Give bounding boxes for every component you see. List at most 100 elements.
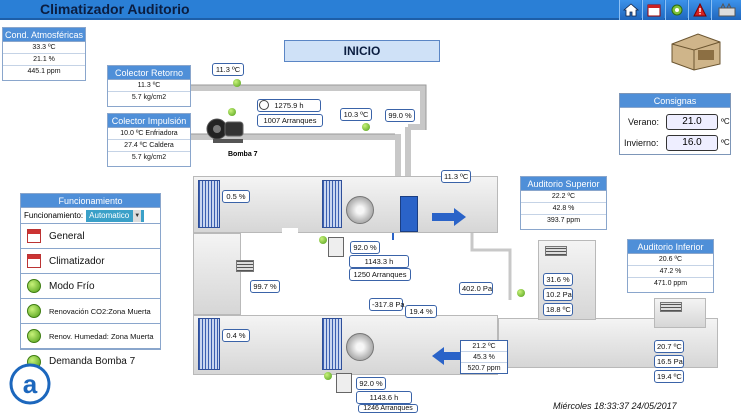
superior-humidity: 42.8 % [521, 203, 606, 215]
colector-retorno-panel: Colector Retorno 11.3 ºC 5.7 kg/cm2 [107, 65, 191, 107]
supply-fan-bottom[interactable] [346, 333, 374, 361]
status-ok-icon [27, 304, 41, 318]
calendar-icon [647, 4, 660, 17]
pipe-temp-top: 11.3 ºC [212, 63, 244, 76]
pressure-damper-opening: 19.4 % [405, 305, 437, 318]
colector-impulsion-title: Colector Impulsión [108, 114, 190, 128]
fan-top-speed: 92.0 % [350, 241, 380, 254]
mode-select-value: Automatico [89, 210, 130, 220]
fan-top-status [319, 236, 327, 244]
superior-grill [545, 246, 567, 256]
func-item-climatizador[interactable]: Climatizador [21, 249, 160, 274]
inferior-temp-2: 19.4 ºC [654, 370, 684, 383]
ahu-inner-gap [282, 228, 298, 328]
superior-damper: 31.6 % [543, 273, 573, 286]
colector-retorno-title: Colector Retorno [108, 66, 190, 80]
func-item-general[interactable]: General [21, 224, 160, 249]
pump-hours: 1275.9 h [257, 99, 321, 112]
home-icon [622, 3, 639, 17]
damper-mid-opening: 99.7 % [250, 280, 280, 293]
plant-button[interactable] [711, 0, 741, 20]
func-item-label: Renovación CO2:Zona Muerta [49, 306, 151, 316]
inferior-grill [660, 302, 682, 312]
home-button[interactable] [619, 0, 641, 20]
settings-button[interactable] [665, 0, 687, 20]
outdoor-humidity: 21.1 % [3, 54, 85, 66]
pipe-sensor-mid-status [362, 123, 370, 131]
valve-opening: 99.0 % [385, 109, 415, 122]
calendar-icon [27, 229, 41, 243]
damper-top-opening: 0.5 % [222, 190, 250, 203]
verano-unit: ºC [721, 117, 730, 126]
invierno-setpoint-input[interactable]: 16.0 [666, 135, 718, 151]
fan-bottom-drive[interactable] [336, 373, 352, 393]
cond-atmosfericas-title: Cond. Atmosféricas [3, 28, 85, 42]
func-item-renov-humedad[interactable]: Renov. Humedad: Zona Muerta [21, 324, 160, 349]
filter-pressure: -317.8 Pa [369, 298, 405, 311]
damper-mid-grill [236, 260, 254, 272]
filter-top-2 [322, 180, 342, 228]
fan-top-starts: 1250 Arranques [349, 268, 411, 281]
cond-atmosfericas-panel: Cond. Atmosféricas 33.3 ºC 21.1 % 445.1 … [2, 27, 86, 81]
verano-setpoint-input[interactable]: 21.0 [666, 114, 718, 130]
supply-air-panel: 21.2 ºC 45.3 % 520.7 ppm [460, 340, 508, 374]
footer-datetime: Miércoles 18:33:37 24/05/2017 [553, 401, 677, 411]
main-title: INICIO [284, 40, 440, 62]
verano-label: Verano: [628, 117, 660, 127]
svg-text:a: a [23, 369, 38, 399]
calendar-button[interactable] [642, 0, 664, 20]
pump-icon [206, 118, 244, 143]
pump-7-graphic[interactable] [203, 112, 247, 146]
gear-icon [671, 4, 682, 16]
inferior-pressure: 16.5 Pa [654, 355, 684, 368]
mode-label: Funcionamiento: [24, 211, 84, 220]
impulsion-pressure: 5.7 kg/cm2 [131, 154, 167, 161]
func-item-label: Demanda Bomba 7 [49, 356, 136, 367]
filter-top [198, 180, 220, 228]
title-bar [0, 0, 741, 20]
invierno-unit: ºC [721, 138, 730, 147]
impulsion-enfriadora-temp: 10.0 ºC Enfriadora [108, 128, 190, 140]
retorno-temperature: 11.3 ºC [108, 80, 190, 92]
auditorio-superior-panel: Auditorio Superior 22.2 ºC 42.8 % 393.7 … [520, 176, 607, 230]
fan-top-drive[interactable] [328, 237, 344, 257]
building-thumbnail[interactable] [668, 30, 723, 72]
colector-impulsion-panel: Colector Impulsión 10.0 ºC Enfriadora 27… [107, 113, 191, 167]
func-item-label: Climatizador [49, 255, 105, 267]
inferior-temp-1: 20.7 ºC [654, 340, 684, 353]
logo-icon: a [9, 363, 51, 405]
company-logo: a [5, 362, 55, 412]
alarm-icon [692, 3, 707, 17]
invierno-label: Invierno: [624, 138, 659, 148]
alarm-button[interactable] [688, 0, 710, 20]
fan-bottom-starts: 1246 Arranques [358, 404, 418, 413]
mode-select[interactable]: Automatico ▼ [86, 209, 145, 222]
pump-starts: 1007 Arranques [257, 114, 323, 127]
funcionamiento-panel: Funcionamiento Funcionamiento: Automatic… [20, 193, 161, 369]
calendar-icon [27, 254, 41, 268]
fan-bottom-hours: 1143.6 h [356, 391, 412, 404]
inferior-humidity: 47.2 % [628, 266, 713, 278]
superior-temperature: 22.2 ºC [521, 191, 606, 203]
superior-supply-temp: 18.8 ºC [543, 303, 573, 316]
outdoor-co2: 445.1 ppm [27, 68, 61, 75]
ahu-left-riser [193, 233, 241, 315]
consignas-title: Consignas [620, 94, 730, 108]
ahu-top-duct [193, 176, 498, 233]
auditorio-superior-title: Auditorio Superior [521, 177, 606, 191]
retorno-pressure: 5.7 kg/cm2 [131, 94, 167, 101]
ahu-bottom-duct [193, 315, 498, 375]
cooling-coil [400, 196, 418, 232]
pipe-temp-right: 11.3 ºC [441, 170, 471, 183]
supply-co2: 520.7 ppm [467, 365, 501, 372]
superior-pressure: 10.2 Pa [543, 288, 573, 301]
superior-co2: 393.7 ppm [546, 217, 581, 224]
status-ok-icon [27, 329, 41, 343]
consignas-panel: Consignas Verano: 21.0 ºC Invierno: 16.0… [619, 93, 731, 155]
pipe-sensor-top-status [233, 79, 241, 87]
fan-bottom-speed: 92.0 % [356, 377, 386, 390]
func-item-renovacion-co2[interactable]: Renovación CO2:Zona Muerta [21, 299, 160, 324]
airflow-arrow-bottom-icon [432, 347, 466, 365]
supply-fan-top[interactable] [346, 196, 374, 224]
func-item-modo-frio[interactable]: Modo Frío [21, 274, 160, 299]
